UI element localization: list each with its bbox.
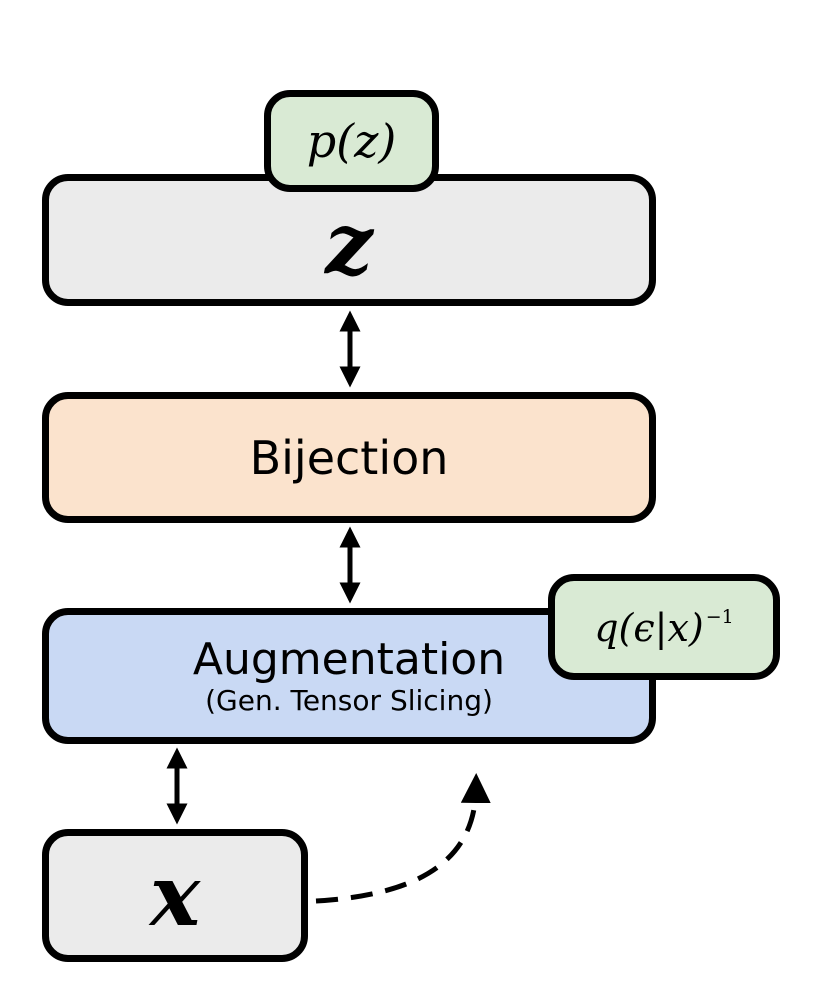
latent-label: z <box>325 194 373 293</box>
augmentation-subtitle: (Gen. Tensor Slicing) <box>205 683 493 717</box>
data-label: x <box>149 845 201 945</box>
prior-box: p(z) <box>264 90 439 192</box>
prior-label: p(z) <box>306 114 397 168</box>
augmentation-density-box: q(ϵ|x)−1 <box>548 574 780 680</box>
bijection-box: Bijection <box>42 392 656 523</box>
latent-box: z <box>42 174 656 306</box>
data-box: x <box>42 829 308 962</box>
augmentation-title: Augmentation <box>192 633 506 685</box>
density-exponent: −1 <box>705 605 734 628</box>
augmentation-density-label: q(ϵ|x)−1 <box>594 605 734 650</box>
dashed-arrow-data-to-augmentation <box>315 773 491 904</box>
density-expression: q(ϵ|x) <box>594 605 704 650</box>
bijection-label: Bijection <box>249 430 449 485</box>
